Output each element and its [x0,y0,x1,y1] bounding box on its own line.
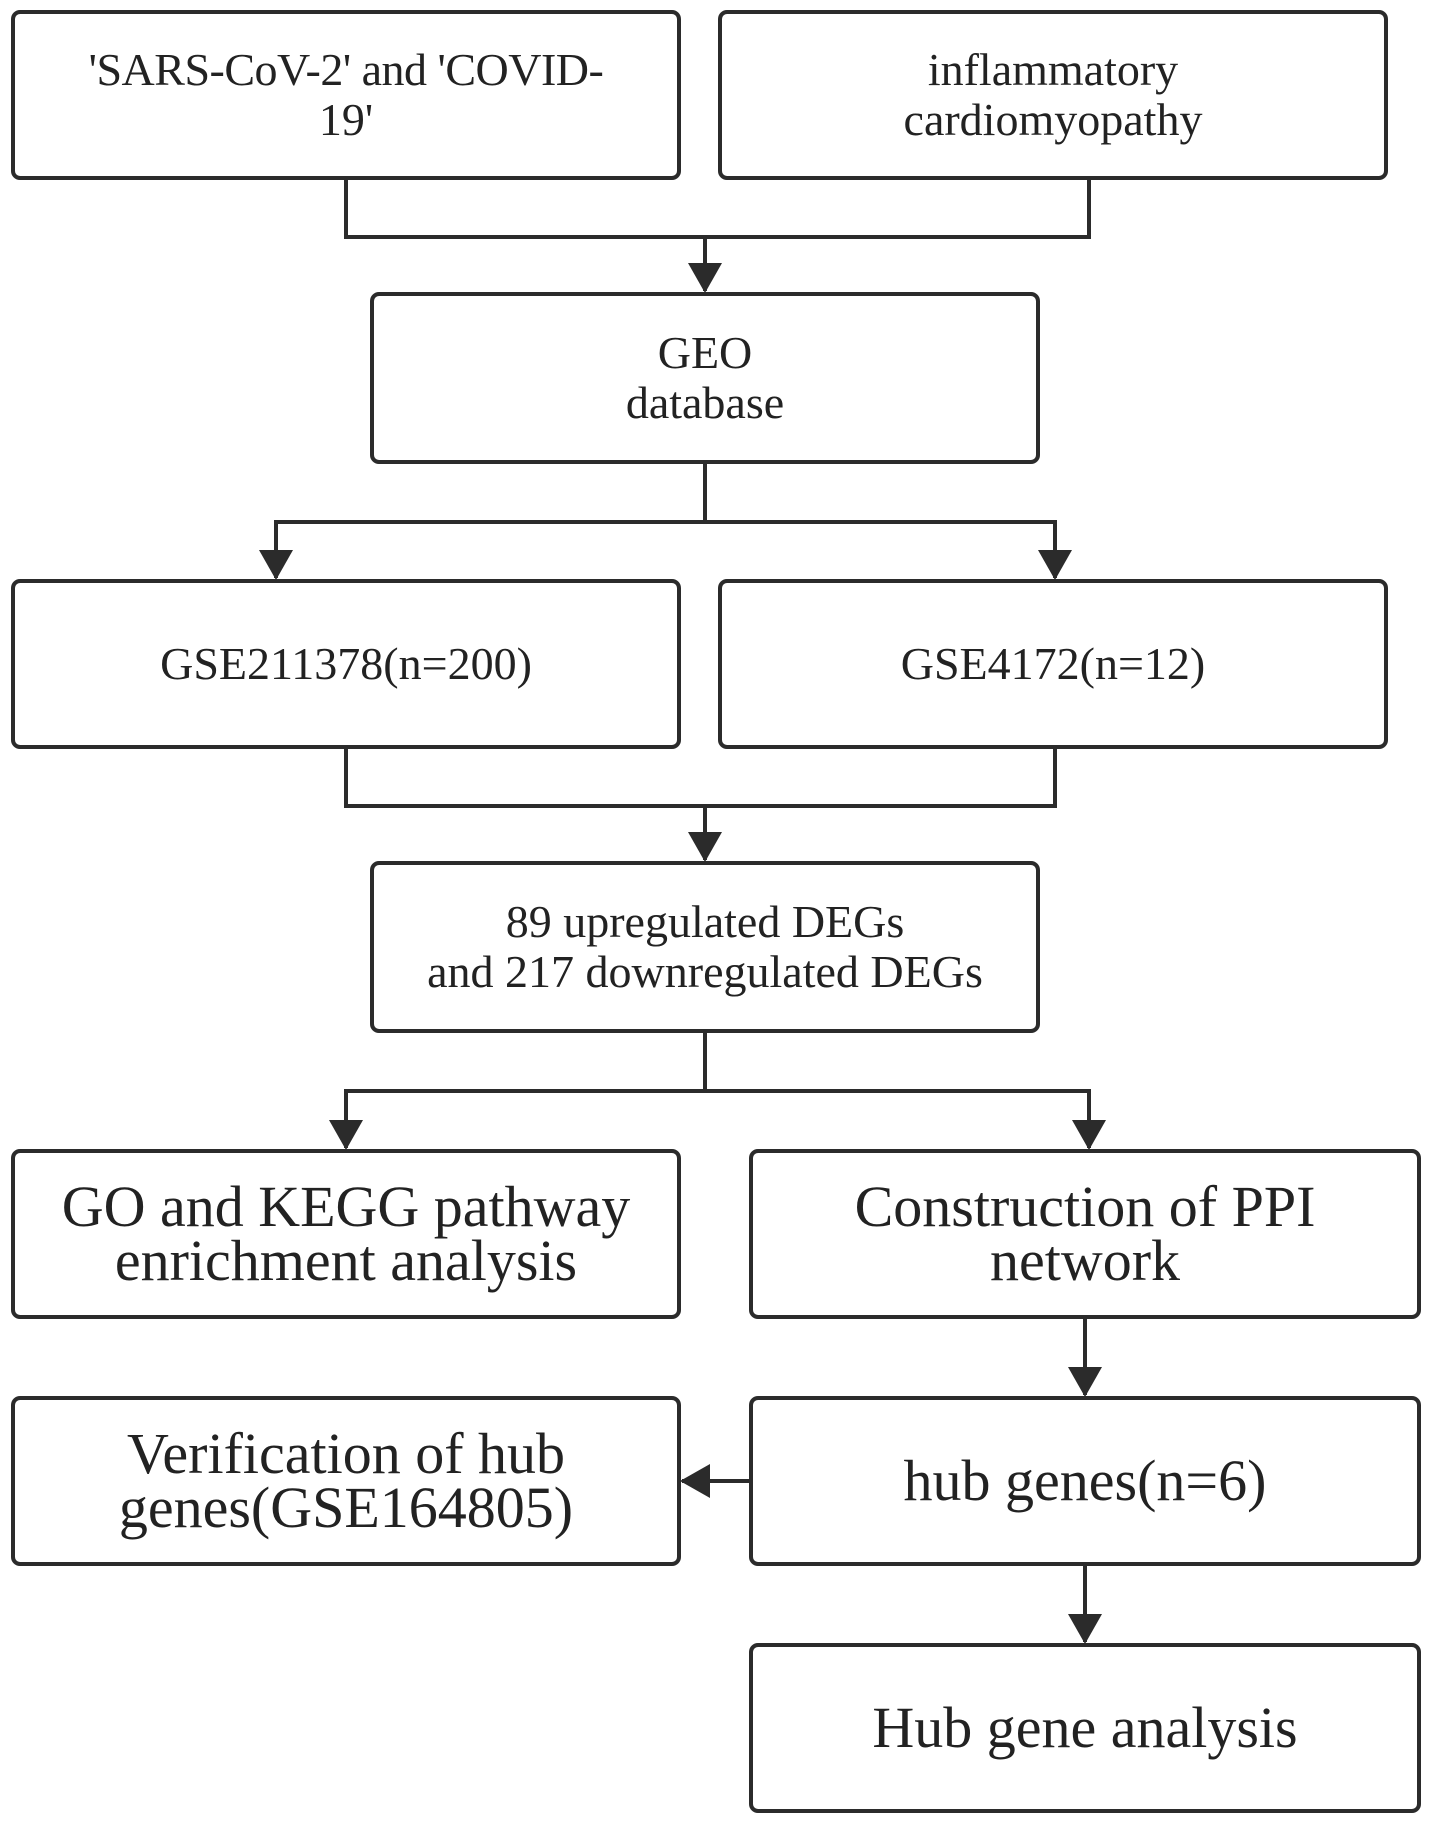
box-hub-gene-analysis: Hub gene analysis [749,1643,1421,1813]
connector-degs-split-right [705,1089,1106,1150]
box-text-line: network [989,1228,1181,1293]
box-hub-genes: hub genes(n=6) [749,1396,1421,1566]
box-text-line: database [625,377,785,428]
connector-geo-split-right [705,520,1072,580]
box-text-line: GO and KEGG pathway [61,1174,631,1239]
box-text-line: GSE211378(n=200) [160,638,532,689]
box-geo-database: GEO database [370,292,1040,464]
box-text-line: 19' [318,94,374,145]
connector-degs-split-left [329,1033,707,1150]
box-text-line: GSE4172(n=12) [900,638,1206,689]
box-degs: 89 upregulated DEGs and 217 downregulate… [370,861,1040,1033]
connector-gse211378-to-merge [344,749,705,808]
connector-geo-split [259,464,707,580]
box-text-line: genes(GSE164805) [118,1475,574,1540]
box-text-line: Verification of hub [126,1421,566,1486]
box-text-line: GEO [657,327,753,378]
box-gse4172: GSE4172(n=12) [718,579,1388,749]
box-text-line: Construction of PPI [854,1174,1316,1239]
box-text-line: and 217 downregulated DEGs [427,946,983,997]
connector-gse4172-to-merge [705,749,1057,808]
box-text-line: enrichment analysis [114,1228,578,1293]
box-inflammatory-cardiomyopathy: inflammatory cardiomyopathy [718,10,1388,180]
connector-inflammatory-to-merge [705,180,1091,239]
box-sars-cov-2-covid-19: 'SARS-CoV-2' and 'COVID- 19' [11,10,681,180]
box-ppi-network: Construction of PPI network [749,1149,1421,1319]
box-text-line: Hub gene analysis [872,1695,1298,1760]
box-text-line: inflammatory [927,44,1179,95]
connector-sars-to-merge [344,180,705,239]
box-text-line: cardiomyopathy [903,94,1203,145]
box-text-line: 'SARS-CoV-2' and 'COVID- [88,44,604,95]
box-go-kegg-enrichment: GO and KEGG pathway enrichment analysis [11,1149,681,1319]
box-text-line: hub genes(n=6) [903,1448,1267,1513]
box-text-line: 89 upregulated DEGs [505,896,905,947]
box-verification-hub-genes: Verification of hub genes(GSE164805) [11,1396,681,1566]
box-gse211378: GSE211378(n=200) [11,579,681,749]
